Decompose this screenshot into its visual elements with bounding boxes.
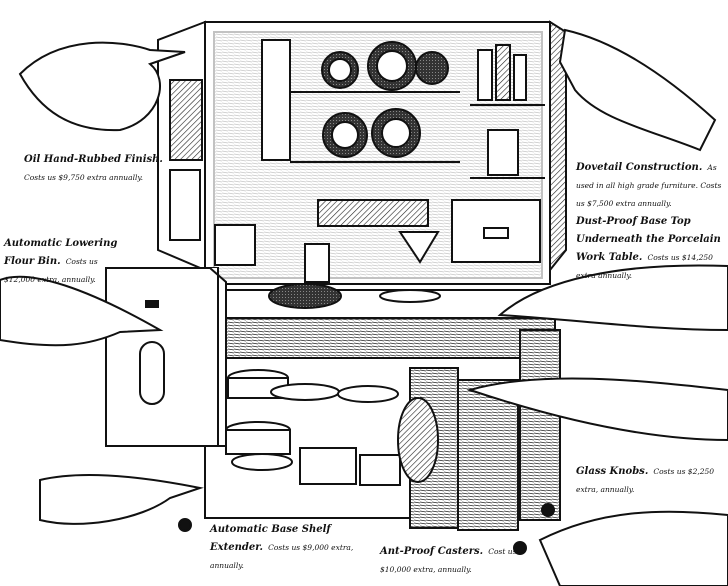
caption-body: As used in all high grade furniture. Cos… [576, 163, 722, 208]
hand-top-right [558, 28, 717, 152]
work-table [173, 283, 577, 319]
caption-glass-knobs: Glass Knobs. Costs us $2,250 extra, annu… [576, 460, 726, 496]
caption-body: Costs us $12,000 extra, annually. [4, 256, 98, 284]
hand-right-low [466, 377, 728, 442]
cabinet-upper [157, 20, 567, 285]
caption-casters: Ant-Proof Casters. Cost us $10,000 extra… [380, 540, 540, 576]
hand-left-mid [0, 275, 164, 347]
caption-heading: Automatic Lowering Flour Bin. [4, 238, 118, 267]
caption-heading: Glass Knobs. [576, 466, 649, 477]
caption-heading: Ant-Proof Casters. [380, 546, 484, 557]
hand-top-left [18, 41, 186, 132]
hand-bottom-right [538, 510, 728, 586]
caption-heading: Dovetail Construction. [576, 162, 703, 173]
caption-heading: Dust-Proof Base Top Underneath the Porce… [576, 216, 721, 263]
caption-oil-finish: Oil Hand-Rubbed Finish. Costs us $9,750 … [24, 148, 174, 184]
caption-body: Costs us $9,000 extra, annually. [210, 542, 354, 570]
flour-bin [105, 267, 227, 447]
caption-shelf-extender: Automatic Base Shelf Extender. Costs us … [210, 518, 370, 572]
hand-right-mid [497, 264, 728, 332]
caption-heading: Oil Hand-Rubbed Finish. [24, 154, 163, 165]
caption-heading: Automatic Base Shelf Extender. [210, 524, 331, 553]
caption-dovetail: Dovetail Construction. As used in all hi… [576, 156, 726, 210]
caption-dust-proof: Dust-Proof Base Top Underneath the Porce… [576, 210, 726, 282]
caption-body: Costs us $2,250 extra, annually. [576, 467, 715, 494]
caption-body: Cost us $10,000 extra, annually. [380, 547, 517, 574]
caption-flour-bin: Automatic Lowering Flour Bin. Costs us $… [4, 232, 119, 286]
hand-bottom-left [39, 473, 204, 525]
caption-body: Costs us $14,250 extra annually. [576, 252, 713, 280]
caption-body: Costs us $9,750 extra annually. [24, 172, 144, 182]
